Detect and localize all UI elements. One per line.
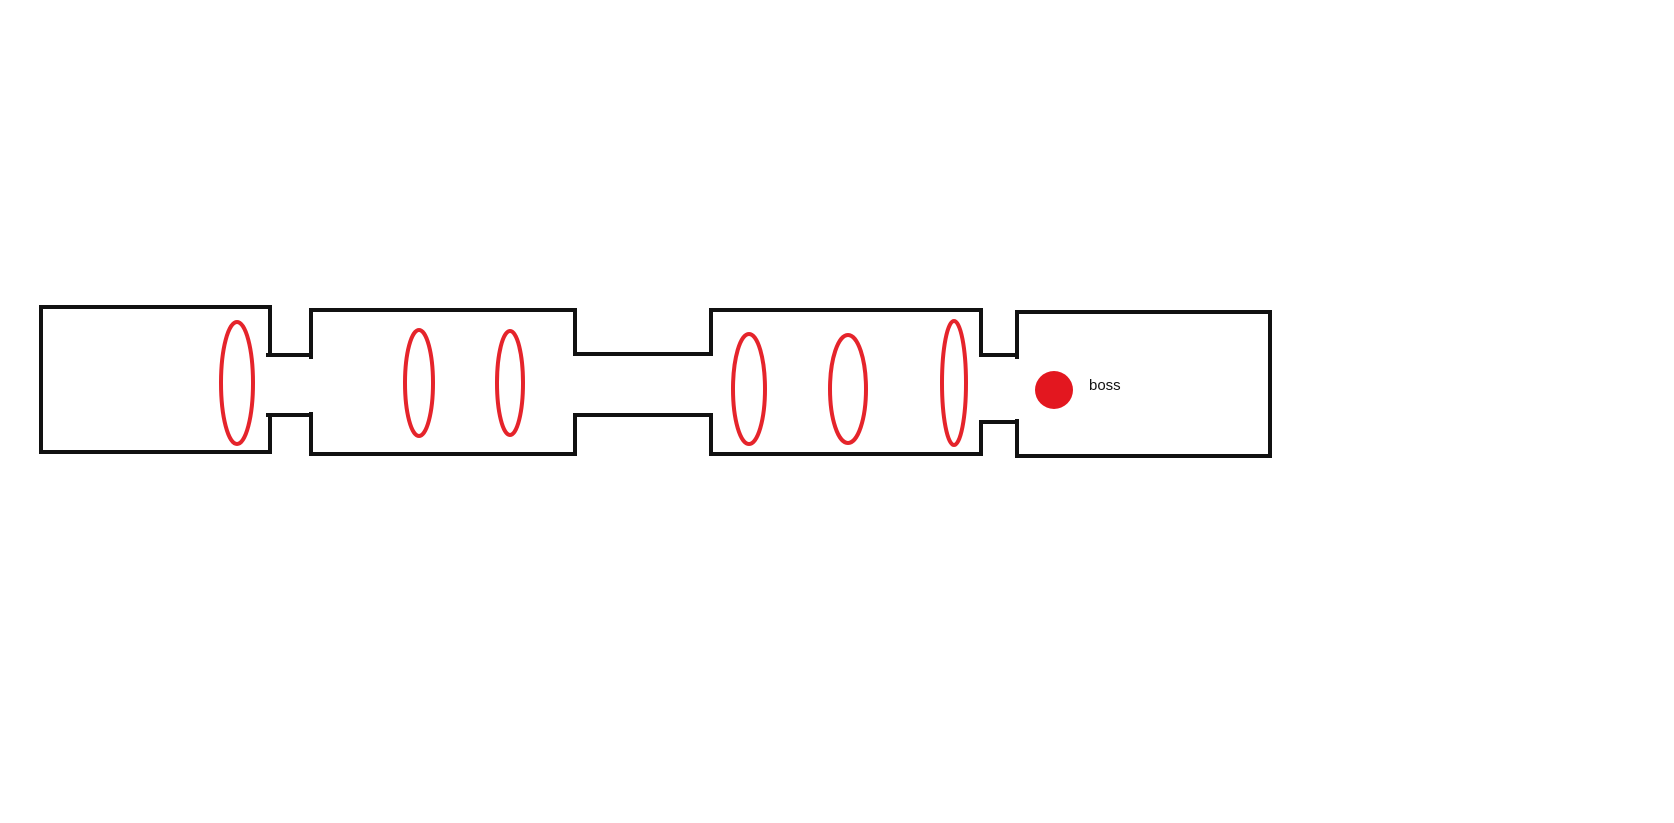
room-3-wall-bottom: [709, 413, 983, 456]
ring-room-3-b: [828, 333, 868, 445]
room-1-wall: [39, 305, 272, 454]
room-4-wall: [1015, 310, 1272, 458]
room-3-wall-top: [709, 308, 983, 357]
ring-room-1-a: [219, 320, 255, 446]
ring-room-2-a: [403, 328, 435, 438]
room-2-wall-top: [309, 308, 577, 359]
ring-room-3-c: [940, 319, 968, 447]
boss-label: boss: [1089, 377, 1121, 394]
room-2-wall-bottom: [309, 412, 577, 456]
boss-marker: [1035, 371, 1073, 409]
ring-room-3-a: [731, 332, 767, 446]
ring-room-2-b: [495, 329, 525, 437]
